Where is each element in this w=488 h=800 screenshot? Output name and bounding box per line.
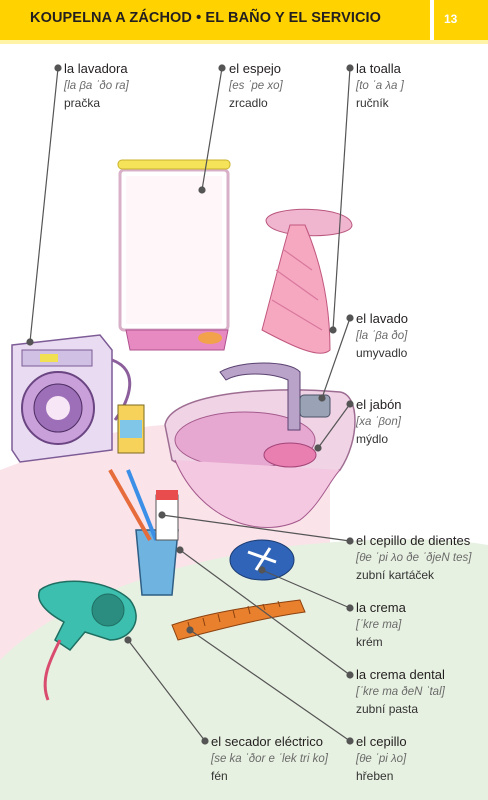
label-la-toalla: la toalla [to ˈa λa ] ručník — [356, 60, 404, 113]
soap-box-drawing — [117, 404, 145, 454]
pronunciation: [xa ˈβon] — [356, 415, 401, 428]
sink-drawing — [164, 362, 356, 528]
label-la-crema-dental: la crema dental [ˈkre ma ðeN ˈtal] zubní… — [356, 666, 445, 719]
label-la-lavadora: la lavadora [la βa ˈðo ra] pračka — [64, 60, 129, 113]
pronunciation: [ˈkre ma] — [356, 618, 402, 631]
spanish-term: el espejo — [229, 61, 282, 76]
czech-translation: mýdlo — [356, 432, 389, 446]
pronunciation: [es ˈpe xo] — [229, 79, 283, 92]
pronunciation: [ˈkre ma ðeN ˈtal] — [356, 685, 445, 698]
mirror-drawing — [117, 159, 231, 351]
pronunciation: [la ˈβa ðo] — [356, 329, 408, 342]
washing-machine-drawing — [11, 334, 132, 463]
pronunciation: [se ka ˈðor e ˈlek tri ko] — [211, 752, 328, 765]
czech-translation: ručník — [356, 96, 389, 110]
czech-translation: zubní kartáček — [356, 568, 435, 582]
spanish-term: la crema — [356, 600, 406, 615]
toothbrush-cup-drawing — [108, 469, 179, 596]
label-la-crema: la crema [ˈkre ma] krém — [356, 599, 406, 652]
label-el-espejo: el espejo [es ˈpe xo] zrcadlo — [229, 60, 283, 113]
czech-translation: zubní pasta — [356, 702, 419, 716]
pronunciation: [to ˈa λa ] — [356, 79, 404, 92]
spanish-term: el cepillo de dientes — [356, 533, 471, 548]
comb-drawing — [171, 599, 306, 641]
leader-lines — [26, 64, 354, 745]
czech-translation: krém — [356, 635, 383, 649]
czech-translation: umyvadlo — [356, 346, 408, 360]
label-el-cepillo-de-dientes: el cepillo de dientes [θe ˈpi λo ðe ˈðje… — [356, 532, 471, 585]
spanish-term: la lavadora — [64, 61, 128, 76]
label-el-jabon: el jabón [xa ˈβon] mýdlo — [356, 396, 402, 449]
spanish-term: el secador eléctrico — [211, 734, 323, 749]
label-el-secador-electrico: el secador eléctrico [se ka ˈðor e ˈlek … — [211, 733, 328, 786]
czech-translation: fén — [211, 769, 228, 783]
page-title: KOUPELNA A ZÁCHOD • EL BAÑO Y EL SERVICI… — [30, 10, 382, 26]
spanish-term: la crema dental — [356, 667, 445, 682]
pronunciation: [θe ˈpi λo ðe ˈðjeN tes] — [356, 551, 472, 564]
czech-translation: pračka — [64, 96, 101, 110]
page-number: 13 — [444, 12, 458, 26]
label-el-cepillo: el cepillo [θe ˈpi λo] hřeben — [356, 733, 407, 786]
spanish-term: la toalla — [356, 61, 401, 76]
pronunciation: [la βa ˈðo ra] — [64, 79, 129, 92]
pronunciation: [θe ˈpi λo] — [356, 752, 407, 765]
spanish-term: el cepillo — [356, 734, 407, 749]
cream-jar-drawing — [229, 539, 295, 581]
spanish-term: el lavado — [356, 311, 409, 326]
page-header: KOUPELNA A ZÁCHOD • EL BAÑO Y EL SERVICI… — [0, 0, 488, 44]
hair-dryer-drawing — [38, 580, 137, 701]
spanish-term: el jabón — [356, 397, 402, 412]
header-divider — [430, 0, 434, 44]
towel-drawing — [261, 208, 353, 354]
czech-translation: zrcadlo — [229, 96, 268, 110]
label-el-lavado: el lavado [la ˈβa ðo] umyvadlo — [356, 310, 408, 363]
czech-translation: hřeben — [356, 769, 394, 783]
header-strip — [0, 40, 488, 44]
